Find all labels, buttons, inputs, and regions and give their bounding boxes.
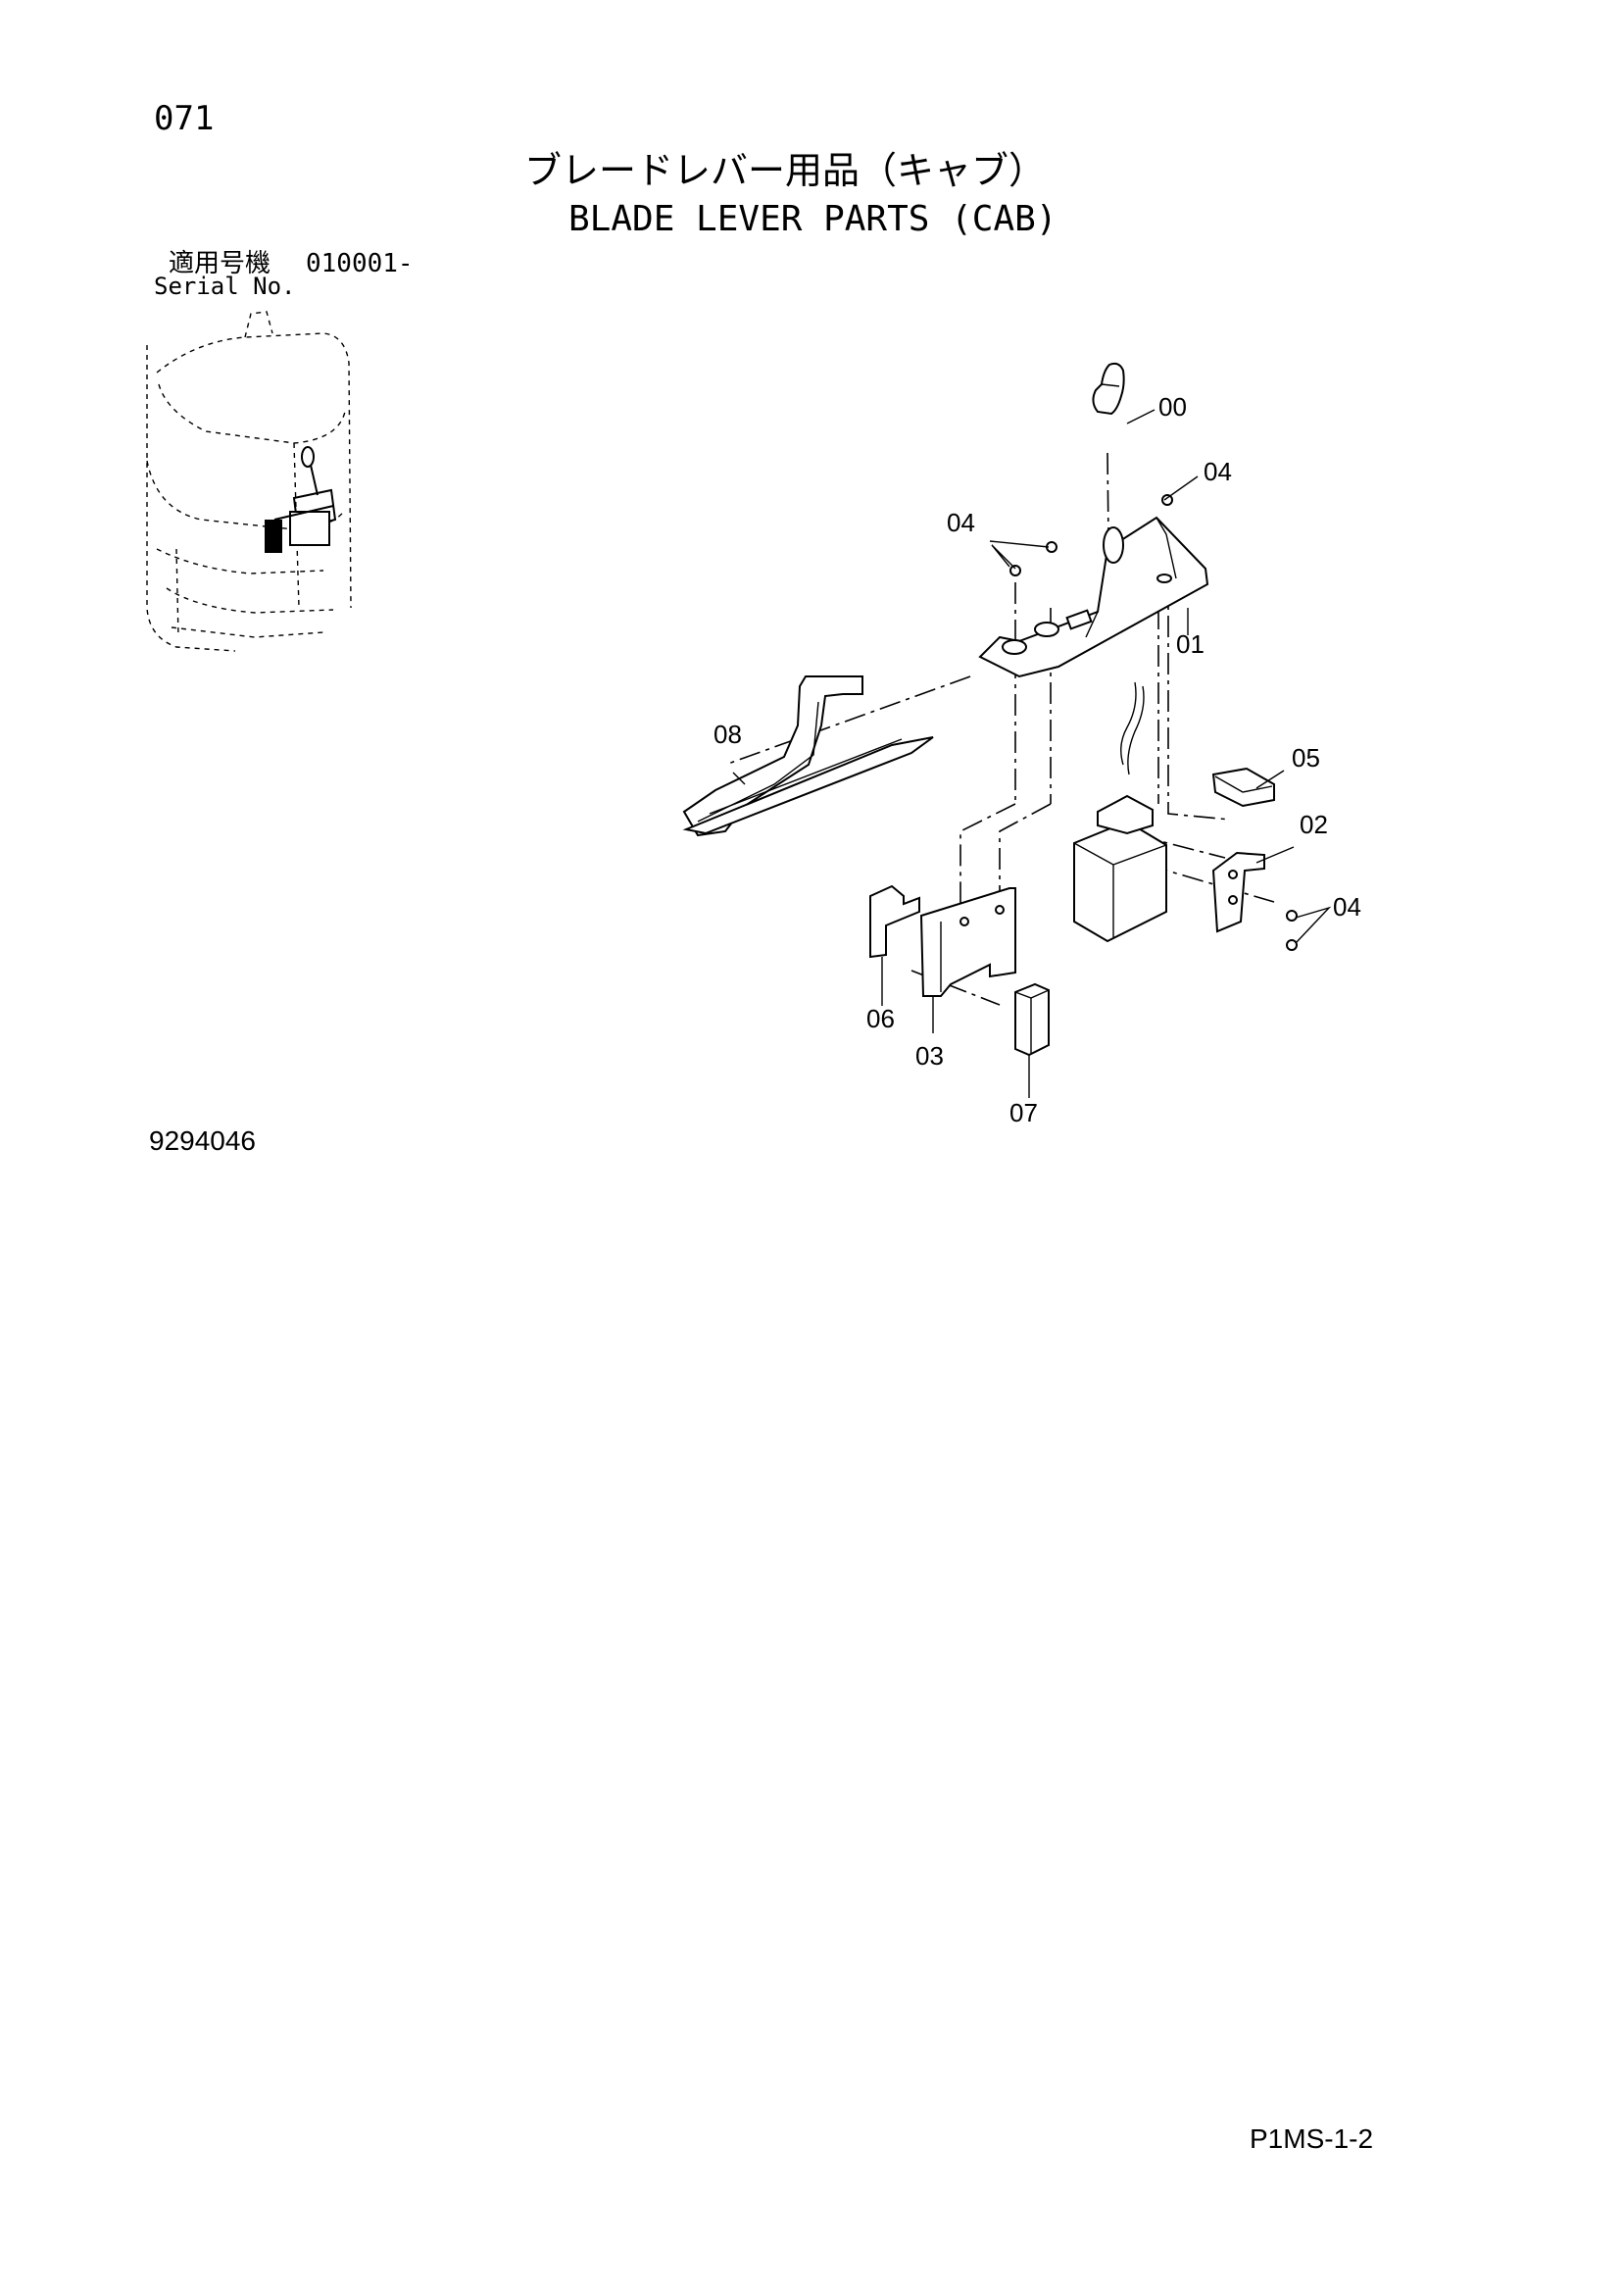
callout-08: 08 bbox=[713, 720, 742, 749]
callout-00: 00 bbox=[1158, 392, 1187, 422]
part-02-bracket bbox=[1211, 851, 1265, 933]
callout-06: 06 bbox=[866, 1004, 895, 1033]
leader-lines bbox=[732, 409, 1332, 1098]
serial-label-english: Serial No. bbox=[154, 273, 296, 300]
page-code: P1MS-1-2 bbox=[1250, 2123, 1374, 2154]
callout-04-top-left: 04 bbox=[947, 508, 975, 537]
title-japanese: ブレードレバー用品（キャブ） bbox=[524, 149, 1047, 192]
pilot-valve-unit bbox=[1073, 681, 1167, 943]
part-07-cover bbox=[1014, 982, 1050, 1057]
serial-label-japanese: 適用号機 bbox=[169, 249, 271, 278]
callout-07: 07 bbox=[1009, 1098, 1038, 1127]
locator-lever-assembly bbox=[265, 446, 337, 553]
callout-02: 02 bbox=[1300, 810, 1328, 839]
part-06-bracket bbox=[869, 884, 920, 959]
callout-04-bottom: 04 bbox=[1333, 892, 1361, 922]
part-08-cable-frame bbox=[682, 675, 934, 837]
callout-01: 01 bbox=[1176, 629, 1205, 659]
title-english: BLADE LEVER PARTS (CAB) bbox=[568, 199, 1057, 239]
serial-range: 010001- bbox=[306, 249, 414, 278]
part-03-plate bbox=[919, 887, 1016, 997]
part-04-bolts-lower bbox=[1286, 910, 1298, 951]
page-number: 071 bbox=[154, 99, 215, 138]
part-05-block bbox=[1211, 767, 1275, 808]
part-00-knob bbox=[1092, 362, 1125, 416]
drawing-number: 9294046 bbox=[149, 1125, 257, 1156]
part-04-bolts-upper bbox=[1009, 494, 1173, 576]
callout-03: 03 bbox=[915, 1041, 944, 1071]
callout-04-top-right: 04 bbox=[1204, 457, 1232, 486]
part-01-lever-plate bbox=[978, 516, 1209, 678]
callout-05: 05 bbox=[1292, 743, 1320, 773]
